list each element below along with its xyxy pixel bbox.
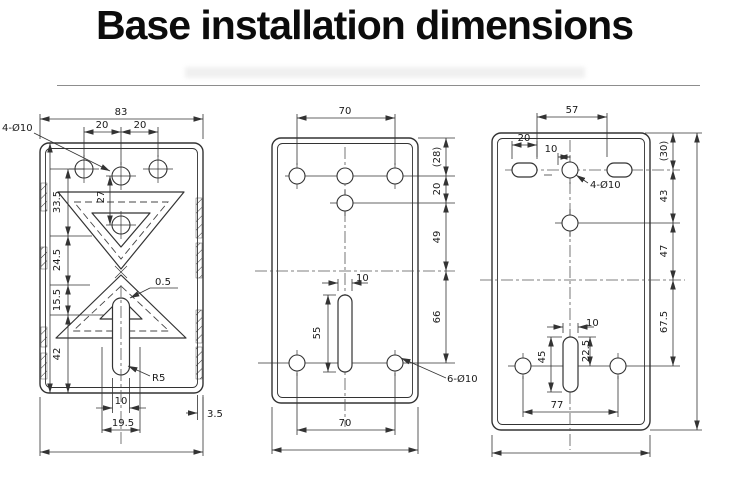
front-view-drawing: 83 20 20 4-Ø10 33.5 27 24.5 15.5 42 0.5 … [2,107,223,456]
dim-overall-width: 83 [115,107,128,118]
dimension-labels: 57 20 10 4-Ø10 (30) 43 47 67.5 10 45 22.… [518,105,670,411]
dim-43: 43 [659,190,670,203]
dim-47: 47 [659,245,670,258]
dim-slot-len: 20 [518,133,531,144]
dim-bottom-pitch: 77 [551,400,564,411]
page-title: Base installation dimensions [95,2,634,48]
holes-callout: 6-Ø10 [447,373,478,385]
dim-slot-width: 10 [115,396,128,407]
dim-slot-width: 10 [586,318,599,329]
dim-pitch-b: 20 [134,120,147,131]
dim-15-5: 15.5 [52,289,63,311]
dim-45: 45 [537,351,548,364]
mounting-holes [508,156,680,379]
side-view-drawing: 57 20 10 4-Ø10 (30) 43 47 67.5 10 45 22.… [480,105,702,457]
center-slot [562,336,579,393]
centerlines [480,140,685,450]
rib-note: 0.5 [155,277,171,288]
holes-callout: 4-Ø10 [590,179,621,191]
side-flange-hatching [40,182,203,380]
center-slot [337,294,353,373]
mounting-holes [69,155,173,239]
dim-edge-offset: (28) [432,147,443,168]
dim-42: 42 [52,348,63,361]
plate-outline [491,132,651,431]
dim-pitch-a: 20 [96,120,109,131]
dim-edge-offset: (30) [659,141,670,162]
dim-22-5: 22.5 [581,340,592,362]
watermark-strip [185,67,585,78]
drawing-area: 83 20 20 4-Ø10 33.5 27 24.5 15.5 42 0.5 … [0,95,729,485]
divider-line [57,85,700,86]
dim-slot-pitch: 19.5 [112,418,134,429]
dim-67-5: 67.5 [659,311,670,333]
dim-27: 27 [96,191,107,204]
dim-off10: 10 [545,144,558,155]
back-view-drawing: 70 (28) 20 49 66 10 55 6-Ø10 70 [255,106,478,454]
center-slot [111,285,131,445]
mounting-holes [258,163,455,376]
dimension-labels: 83 20 20 4-Ø10 33.5 27 24.5 15.5 42 0.5 … [2,107,223,429]
slot-radius-label: R5 [152,373,165,384]
dim-top-pitch: 70 [339,106,352,117]
centerlines [255,147,455,427]
dim-33-5: 33.5 [52,191,63,213]
dim-66: 66 [432,311,443,324]
dim-20: 20 [432,183,443,196]
dimension-labels: 70 (28) 20 49 66 10 55 6-Ø10 70 [312,106,478,429]
dim-slot-length: 55 [312,327,323,340]
dim-49: 49 [432,231,443,244]
dim-top-pitch: 57 [566,105,579,116]
dim-thickness: 3.5 [207,409,223,420]
dimension-lines [271,114,455,454]
dimension-lines [33,114,204,456]
holes-callout: 4-Ø10 [2,122,33,134]
dim-slot-width: 10 [356,273,369,284]
dim-24-5: 24.5 [52,249,63,271]
dim-bottom-pitch: 70 [339,418,352,429]
dimension-lines [491,113,702,457]
